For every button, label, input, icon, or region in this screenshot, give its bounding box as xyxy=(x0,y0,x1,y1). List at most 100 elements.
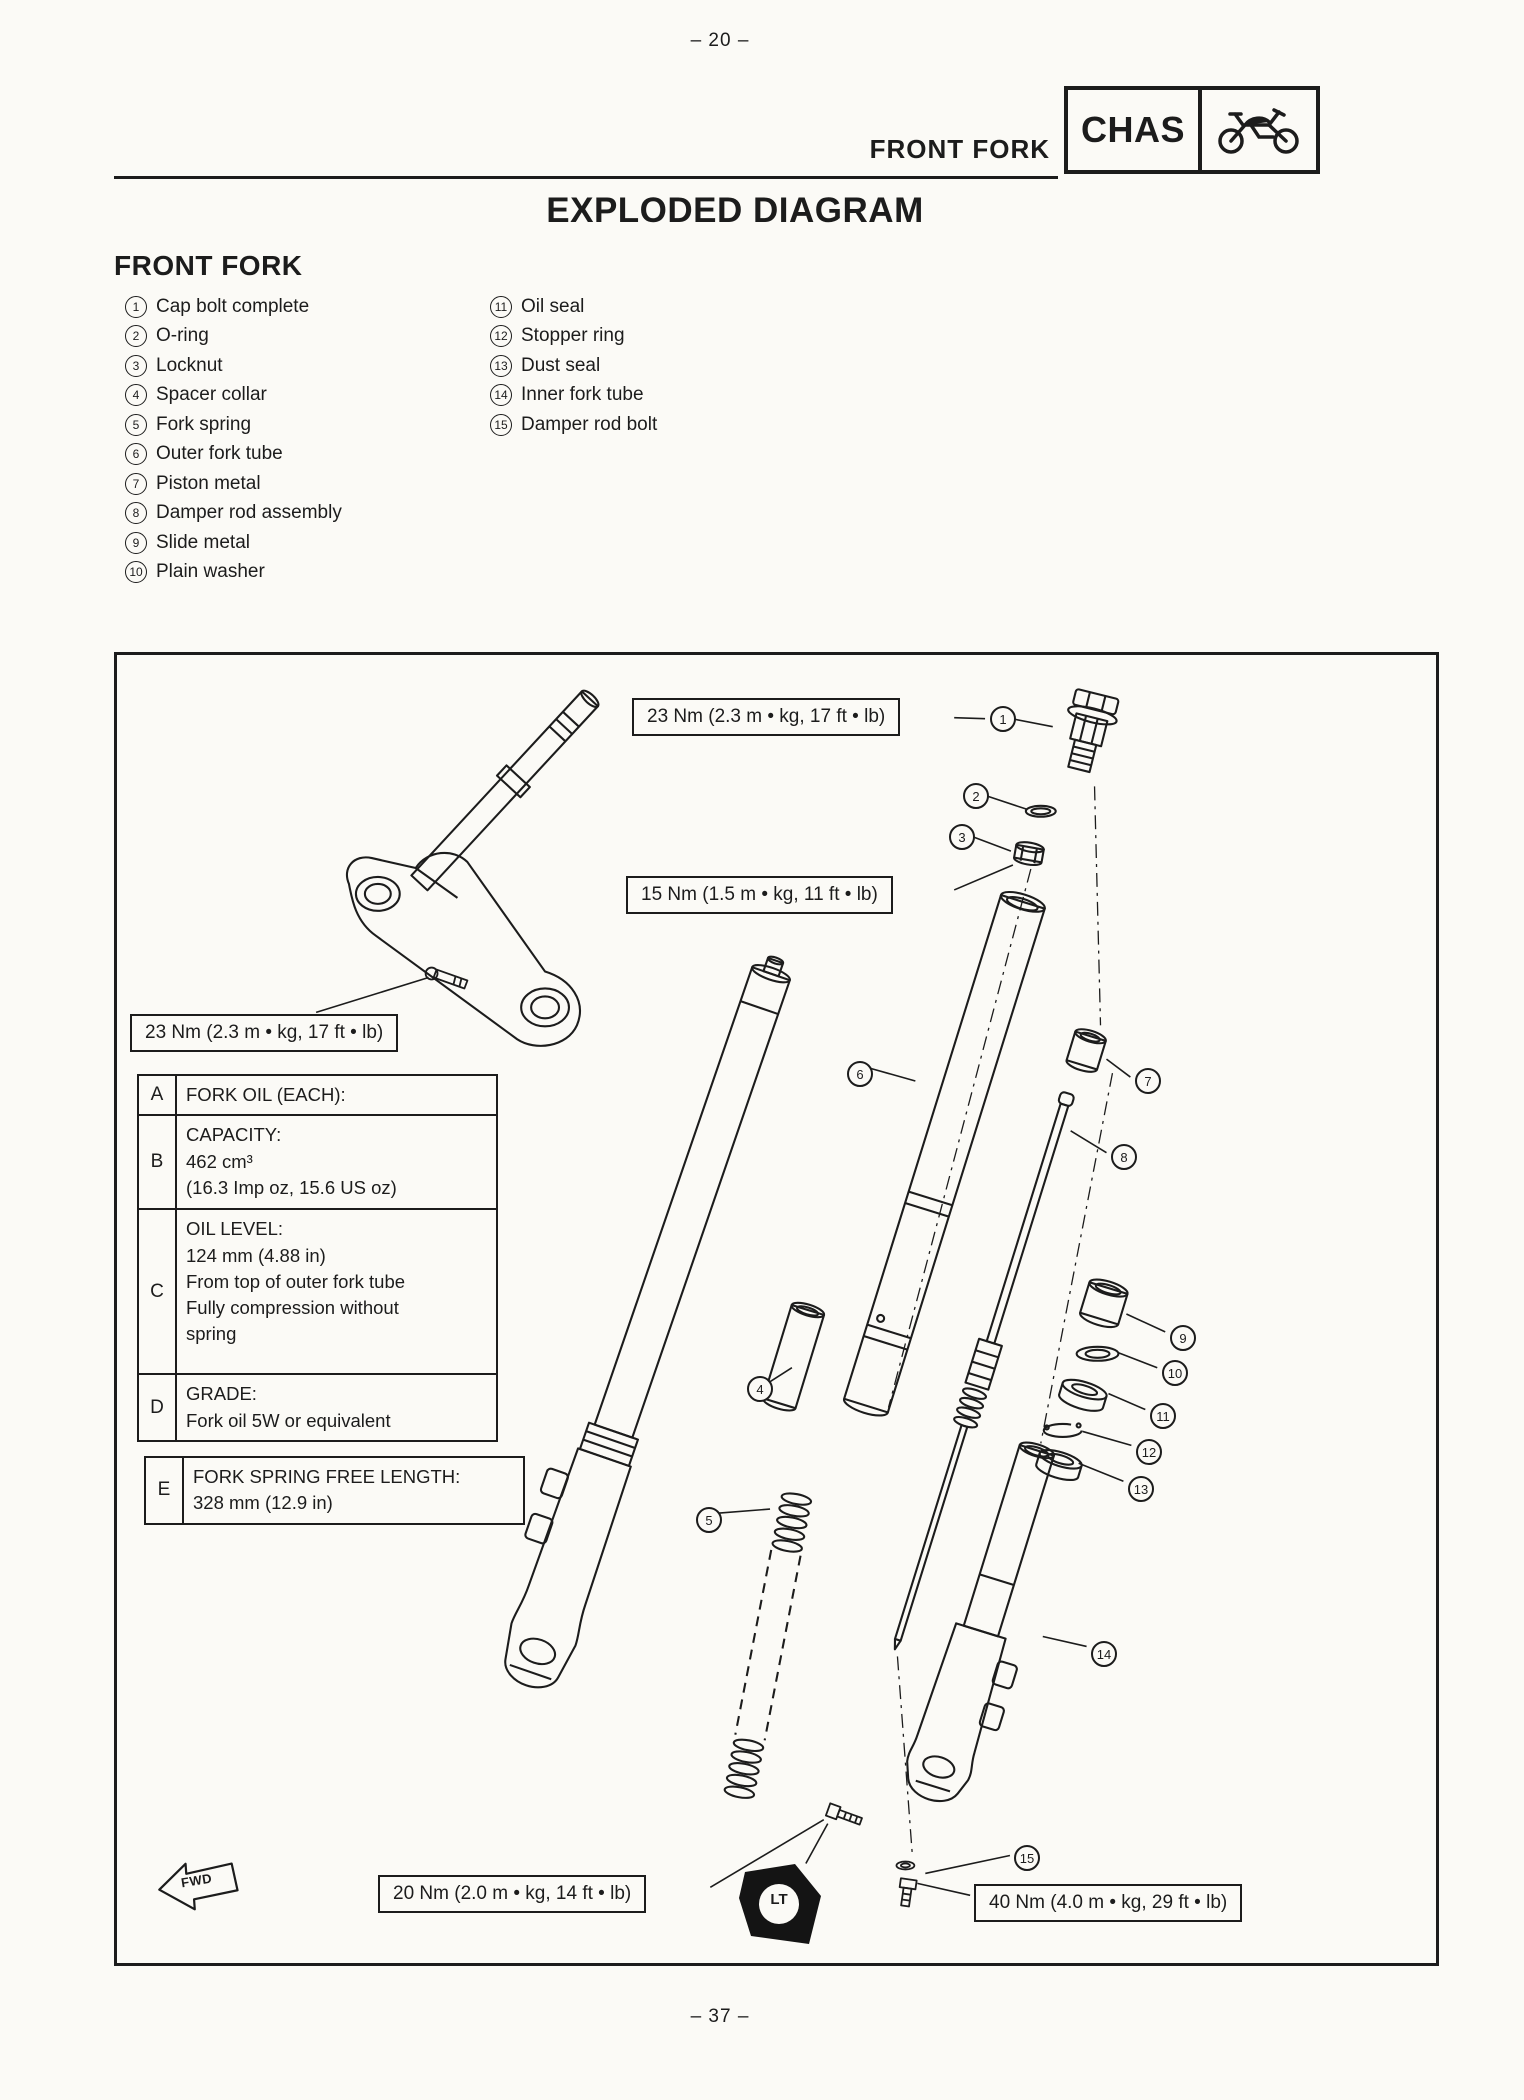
assembly-axis-lines xyxy=(887,786,1114,1856)
left-fork-leg-art xyxy=(504,955,791,1689)
damper-rod-art xyxy=(893,1091,1075,1651)
part-label: Damper rod assembly xyxy=(156,502,342,524)
fwd-arrow-icon: FWD xyxy=(151,1853,245,1915)
spec-key-d: D xyxy=(139,1375,177,1440)
torque-box-axle: 40 Nm (4.0 m • kg, 29 ft • lb) xyxy=(974,1884,1243,1922)
loctite-label: LT xyxy=(770,1891,788,1908)
part-number-badge: 9 xyxy=(125,531,147,554)
list-item: 14 Inner fork tube xyxy=(490,381,657,411)
torque-box-cap-bolt: 23 Nm (2.3 m • kg, 17 ft • lb) xyxy=(632,698,901,736)
part-number-badge: 12 xyxy=(490,325,512,348)
o-ring-art xyxy=(1024,804,1057,818)
table-row: B CAPACITY: 462 cm³ (16.3 Imp oz, 15.6 U… xyxy=(139,1114,496,1209)
page-number-bottom: – 37 – xyxy=(690,2006,750,2027)
header-section-title: FRONT FORK xyxy=(869,134,1050,164)
part-label: Outer fork tube xyxy=(156,443,283,465)
oil-seal-art xyxy=(1058,1378,1108,1412)
spec-line: Fully compression without xyxy=(186,1297,399,1319)
part-label: Piston metal xyxy=(156,472,261,494)
spec-key-a: A xyxy=(139,1076,177,1115)
outer-fork-tube-art xyxy=(843,890,1046,1417)
spec-line: 328 mm (12.9 in) xyxy=(193,1492,333,1514)
exploded-artwork xyxy=(315,688,1166,1908)
cap-bolt-art xyxy=(1067,688,1120,774)
spec-line: Fork oil 5W or equivalent xyxy=(186,1409,391,1431)
part-number-badge: 5 xyxy=(125,413,147,436)
part-number-badge: 2 xyxy=(125,325,147,348)
locknut-art xyxy=(1013,841,1045,867)
part-number-badge: 10 xyxy=(125,561,147,584)
callout-9: 9 xyxy=(1170,1325,1196,1351)
part-label: Slide metal xyxy=(156,531,250,553)
spec-line: FORK OIL (EACH): xyxy=(186,1084,346,1105)
spec-key-b: B xyxy=(139,1116,177,1209)
spec-key-e: E xyxy=(146,1458,184,1523)
callout-7: 7 xyxy=(1135,1068,1161,1094)
callout-8: 8 xyxy=(1111,1144,1137,1170)
spec-key-c: C xyxy=(139,1210,177,1374)
list-item: 7 Piston metal xyxy=(125,469,342,499)
callout-2: 2 xyxy=(963,783,989,809)
table-row: C OIL LEVEL: 124 mm (4.88 in) From top o… xyxy=(139,1208,496,1374)
callout-13: 13 xyxy=(1128,1476,1154,1502)
part-number-badge: 3 xyxy=(125,354,147,377)
part-number-badge: 14 xyxy=(490,384,512,407)
callout-4: 4 xyxy=(747,1376,773,1402)
list-item: 2 O-ring xyxy=(125,322,342,352)
parts-section-title: FRONT FORK xyxy=(114,250,303,281)
callout-1: 1 xyxy=(990,706,1016,732)
motorcycle-icon xyxy=(1202,90,1316,170)
pinch-bolt-art xyxy=(424,966,469,990)
loctite-icon: LT xyxy=(737,1862,825,1948)
part-label: Oil seal xyxy=(521,295,585,317)
fork-spring-art xyxy=(723,1492,813,1799)
table-row: A FORK OIL (EACH): xyxy=(139,1076,496,1115)
fork-oil-spec-table: A FORK OIL (EACH): B CAPACITY: 462 cm³ (… xyxy=(137,1074,498,1442)
part-label: Plain washer xyxy=(156,561,265,583)
table-row: D GRADE: Fork oil 5W or equivalent xyxy=(139,1373,496,1440)
spec-line: 124 mm (4.88 in) xyxy=(186,1244,326,1266)
part-number-badge: 8 xyxy=(125,502,147,525)
part-number-badge: 7 xyxy=(125,472,147,495)
plain-washer-art xyxy=(1075,1345,1120,1362)
part-number-badge: 4 xyxy=(125,384,147,407)
callout-15: 15 xyxy=(1014,1845,1040,1871)
part-label: Dust seal xyxy=(521,354,601,376)
spring-length-spec-box: E FORK SPRING FREE LENGTH: 328 mm (12.9 … xyxy=(144,1456,525,1525)
slide-metal-art xyxy=(1079,1278,1129,1329)
part-number-badge: 1 xyxy=(125,295,147,318)
callout-3: 3 xyxy=(949,824,975,850)
part-number-badge: 11 xyxy=(490,295,512,318)
spec-line: spring xyxy=(186,1323,237,1345)
part-number-badge: 6 xyxy=(125,443,147,466)
list-item: 9 Slide metal xyxy=(125,528,342,558)
spec-line: From top of outer fork tube xyxy=(186,1270,406,1292)
part-number-badge: 15 xyxy=(490,413,512,436)
callout-12: 12 xyxy=(1136,1439,1162,1465)
chapter-code: CHAS xyxy=(1068,90,1202,170)
exploded-diagram: 23 Nm (2.3 m • kg, 17 ft • lb) 15 Nm (1.… xyxy=(114,652,1439,1966)
part-label: O-ring xyxy=(156,325,209,347)
page-number-top: – 20 – xyxy=(690,30,750,51)
part-label: Inner fork tube xyxy=(521,384,644,406)
callout-10: 10 xyxy=(1162,1360,1188,1386)
inner-fork-tube-art xyxy=(906,1441,1056,1803)
spec-line: (16.3 Imp oz, 15.6 US oz) xyxy=(186,1176,397,1198)
part-label: Damper rod bolt xyxy=(521,413,658,435)
callout-6: 6 xyxy=(847,1061,873,1087)
spec-line: GRADE: xyxy=(186,1383,257,1405)
spec-line: FORK SPRING FREE LENGTH: xyxy=(193,1466,461,1487)
callout-11: 11 xyxy=(1150,1403,1176,1429)
list-item: 15 Damper rod bolt xyxy=(490,410,657,440)
leader-lines xyxy=(315,716,1166,1897)
spec-line: OIL LEVEL: xyxy=(186,1218,284,1240)
callout-14: 14 xyxy=(1091,1641,1117,1667)
stopper-ring-art xyxy=(1042,1422,1083,1438)
torque-box-locknut: 15 Nm (1.5 m • kg, 11 ft • lb) xyxy=(626,876,893,914)
